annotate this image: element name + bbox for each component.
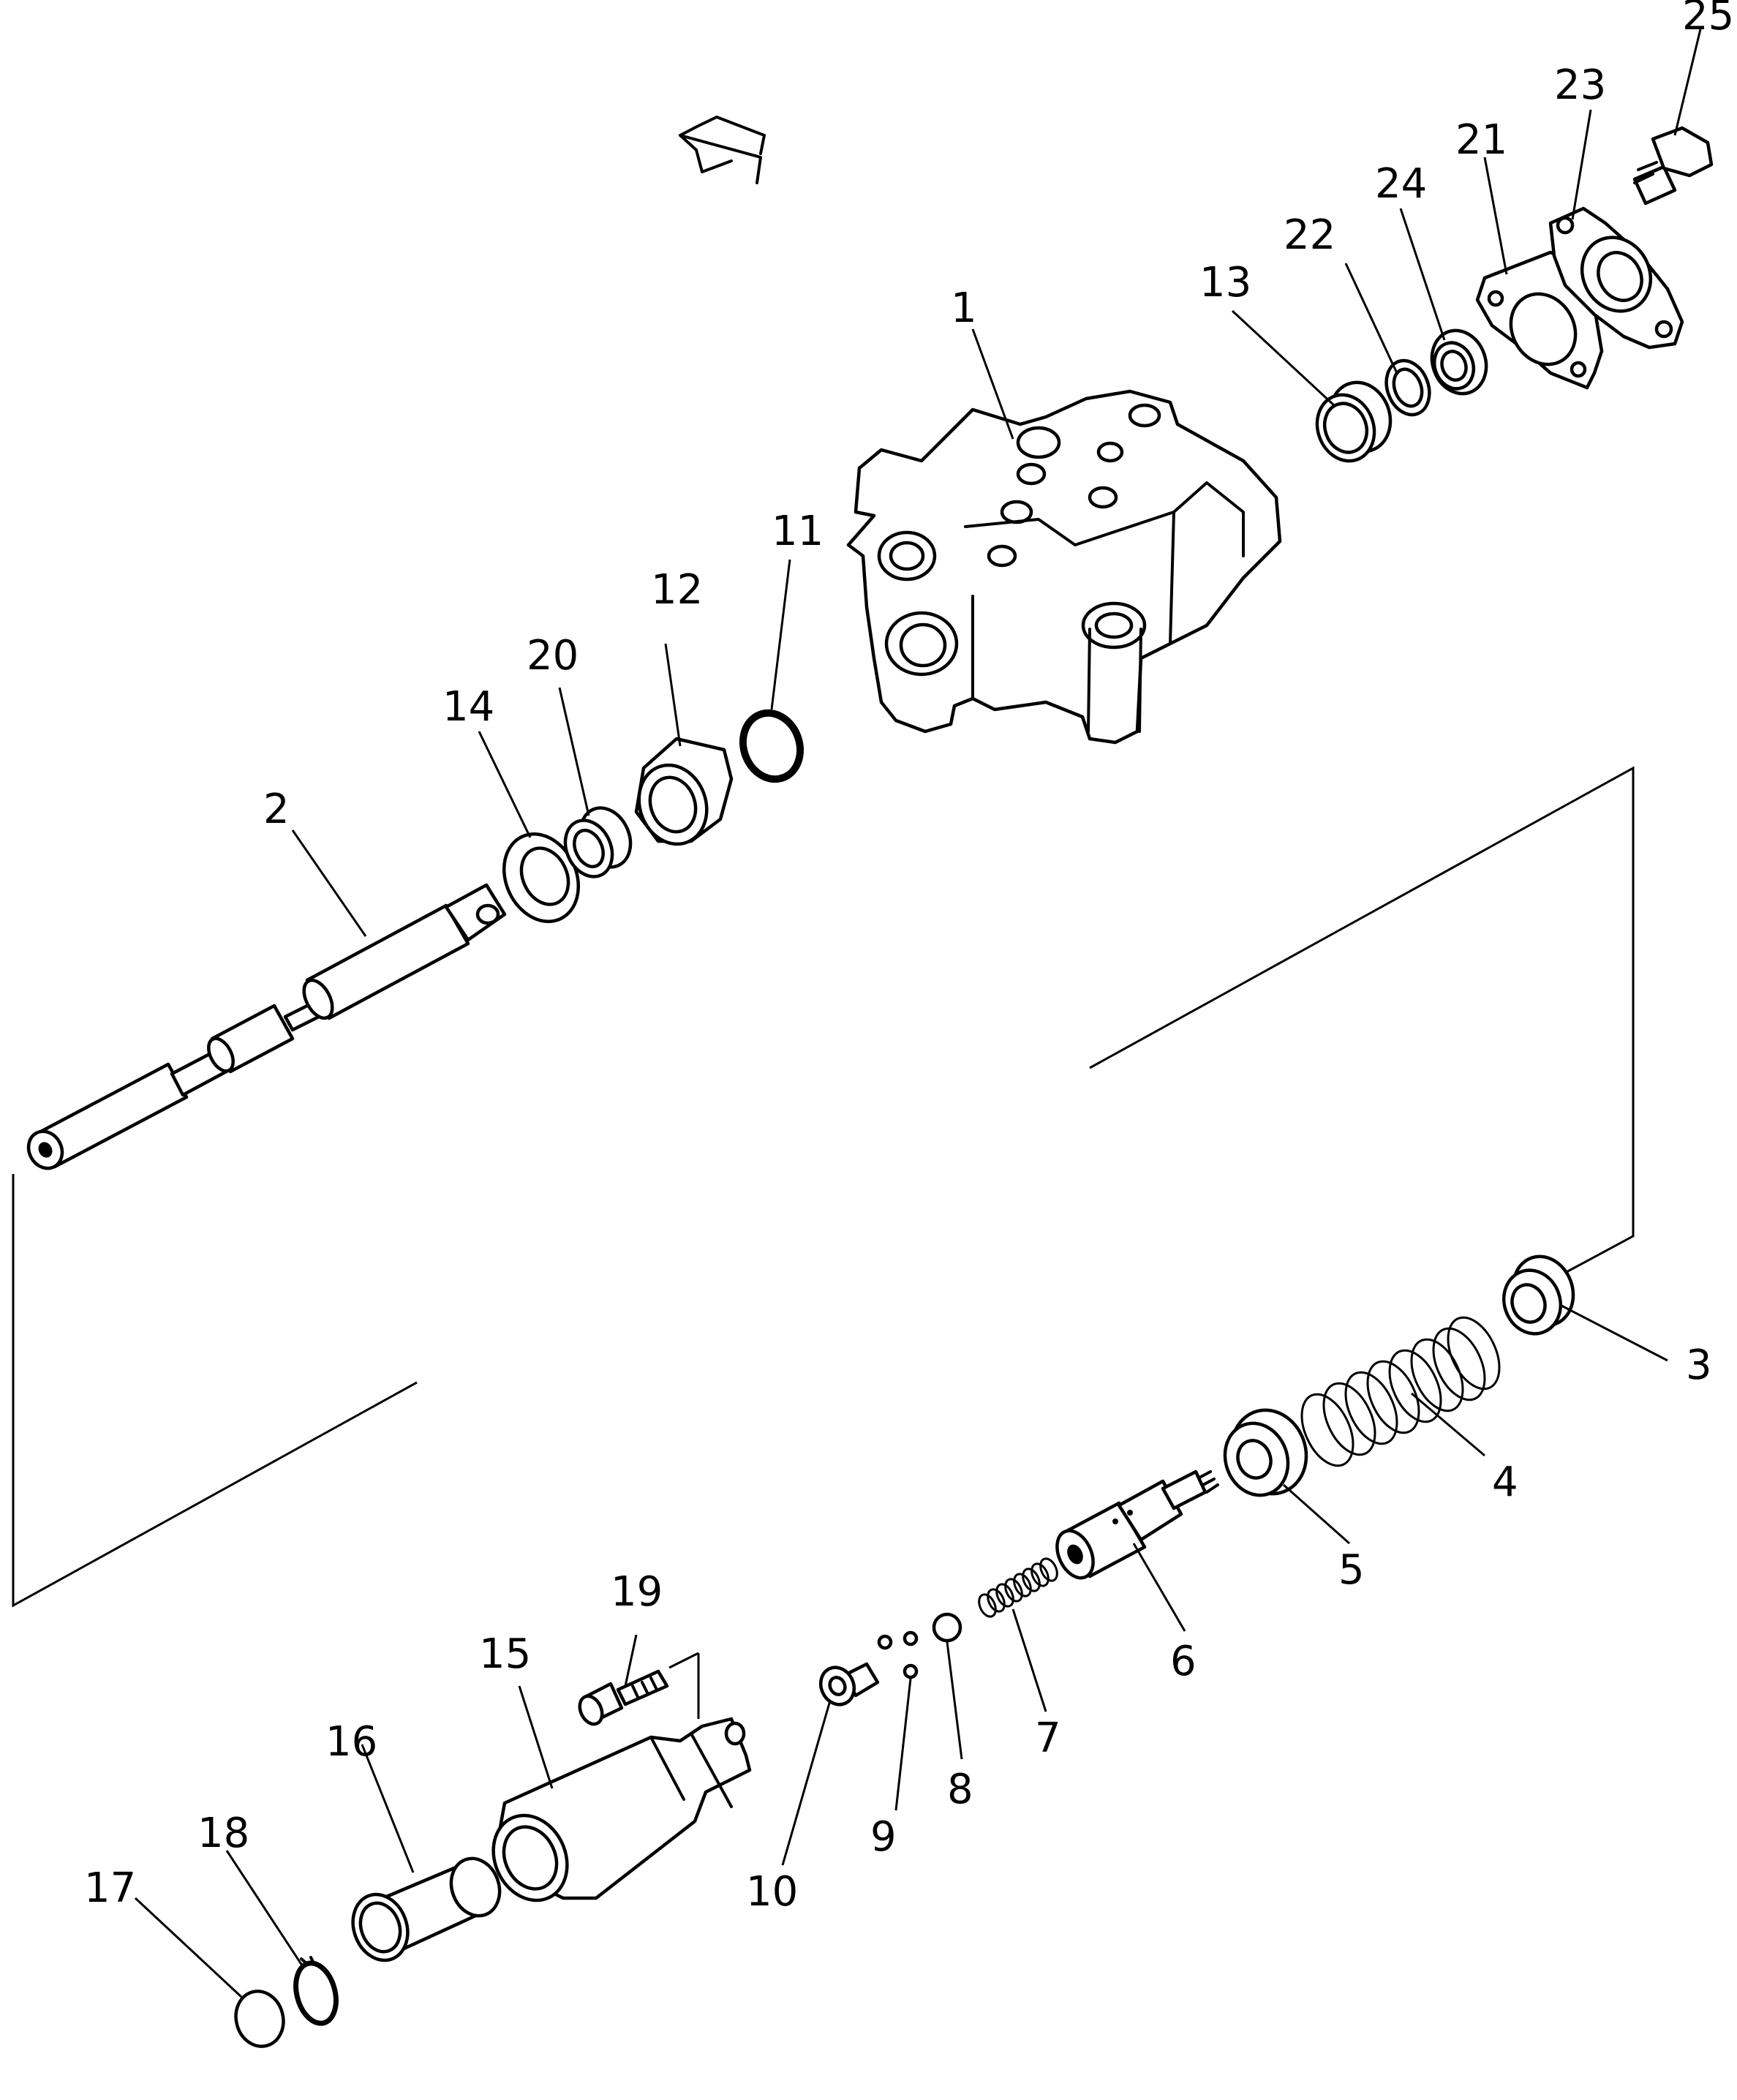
callout-19: 19 — [611, 1568, 663, 1616]
callout-labels: 1 2 3 4 5 6 7 8 9 10 11 12 13 14 15 16 1… — [84, 0, 1734, 1916]
part-4-spring — [1300, 1316, 1501, 1467]
callout-10: 10 — [746, 1868, 798, 1916]
part-7-small-spring — [978, 1557, 1058, 1618]
callout-14: 14 — [442, 683, 494, 731]
part-5-retainer — [1223, 1408, 1308, 1497]
part-25-bolt — [1632, 126, 1714, 206]
callout-18: 18 — [197, 1810, 249, 1857]
part-9-balls — [877, 1630, 919, 1679]
callout-23: 23 — [1554, 61, 1606, 109]
part-24-bearing — [1430, 328, 1488, 396]
callout-17: 17 — [84, 1864, 136, 1912]
part-13-collar — [1315, 380, 1393, 463]
callout-11: 11 — [772, 508, 824, 555]
part-22-ring — [1384, 358, 1431, 417]
part-19-bolt — [578, 1669, 669, 1726]
part-12-flange — [634, 737, 734, 846]
callout-12: 12 — [651, 566, 703, 614]
callout-13: 13 — [1199, 259, 1251, 306]
callout-6: 6 — [1170, 1638, 1197, 1685]
callout-7: 7 — [1035, 1715, 1061, 1762]
callout-16: 16 — [325, 1718, 377, 1766]
part-11-o-ring — [739, 709, 805, 783]
part-6-plunger — [1055, 1469, 1219, 1580]
leader-lines — [134, 29, 1702, 1998]
callout-21: 21 — [1455, 116, 1507, 164]
callout-22: 22 — [1284, 211, 1335, 259]
callout-25: 25 — [1682, 0, 1734, 39]
part-3-bushing — [1502, 1254, 1575, 1336]
callout-8: 8 — [947, 1766, 973, 1813]
part-2-spool — [26, 883, 507, 1170]
part-20-seal — [563, 806, 633, 878]
part-8-ball — [932, 1612, 962, 1643]
assembly-bracket-lines — [12, 766, 1635, 1719]
callout-2: 2 — [263, 786, 290, 833]
callout-9: 9 — [870, 1813, 897, 1861]
callout-3: 3 — [1686, 1341, 1712, 1389]
callout-15: 15 — [479, 1630, 531, 1678]
part-10-plug — [818, 1662, 880, 1706]
part-15-sleeve-housing — [491, 1717, 752, 1903]
part-1-valve-body — [846, 389, 1282, 745]
callout-4: 4 — [1492, 1459, 1518, 1506]
part-17-cap — [234, 1990, 285, 2048]
part-18-snap-ring — [293, 1956, 339, 2026]
callout-24: 24 — [1375, 160, 1427, 208]
direction-arrow-icon — [679, 116, 766, 184]
callout-5: 5 — [1338, 1546, 1365, 1594]
callout-20: 20 — [527, 632, 579, 680]
part-14-washer — [502, 832, 581, 923]
part-16-sleeve — [351, 1856, 502, 1962]
callout-1: 1 — [951, 285, 977, 332]
part-23-cover — [1548, 206, 1684, 350]
